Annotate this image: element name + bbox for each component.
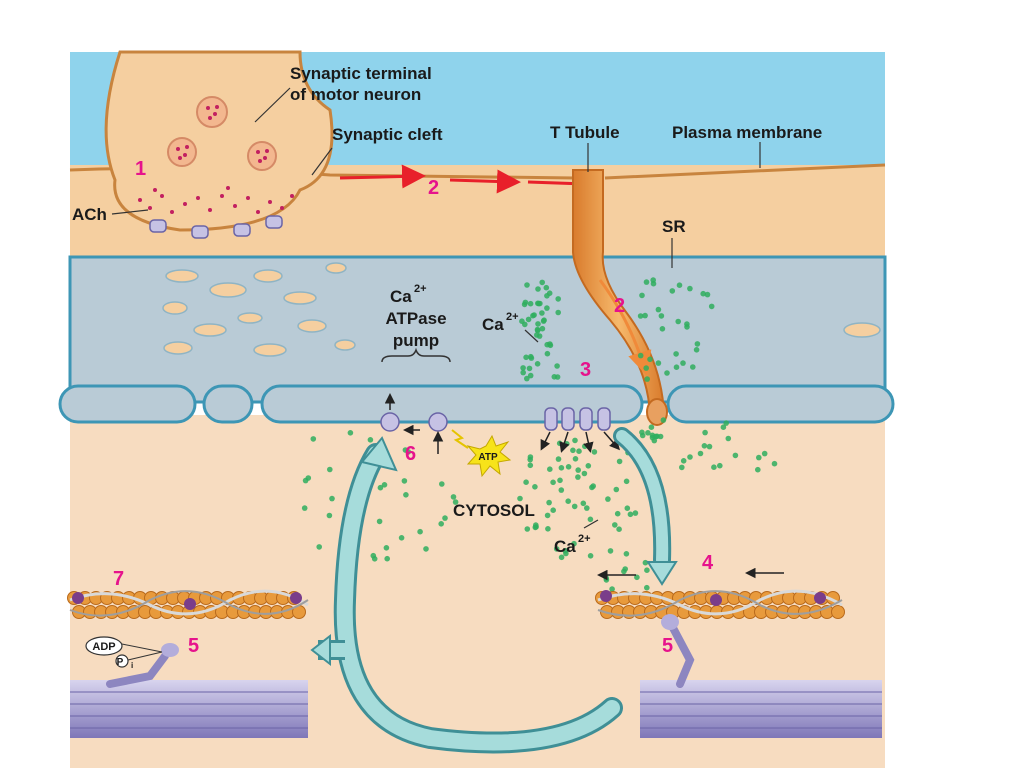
pi-subscript: i — [131, 661, 133, 670]
pi-label: P — [117, 657, 124, 668]
adp-pi-group: ADP P i — [85, 636, 163, 670]
adp-oval — [85, 636, 123, 656]
step-2-cleft: 2 — [428, 177, 439, 199]
myosin-head-right — [661, 614, 695, 688]
t-tubule-arrow — [598, 279, 652, 376]
synaptic-vesicles — [167, 96, 277, 171]
ca-sr-label: Ca — [482, 315, 504, 334]
thick-filament-right-stripes — [640, 691, 882, 729]
synaptic-terminal-label-2: of motor neuron — [290, 85, 421, 104]
pump-arrows — [384, 393, 444, 454]
step-2-ttubule: 2 — [614, 295, 625, 317]
leader-lines — [111, 87, 761, 529]
ach-molecules — [138, 186, 294, 214]
step-7: 7 — [113, 568, 124, 590]
ca-atpase-label-sup: 2+ — [414, 283, 427, 295]
synaptic-terminal-label-1: Synaptic terminal — [290, 64, 432, 83]
cytosol-label: CYTOSOL — [453, 501, 535, 520]
cycle-arrow — [310, 427, 678, 754]
thick-filament-left-stripes — [70, 691, 308, 729]
sr-label: SR — [662, 217, 686, 236]
atp-label: ATP — [478, 452, 498, 463]
ca-cytosol-sup: 2+ — [578, 533, 591, 545]
step-3: 3 — [580, 359, 591, 381]
adp-label: ADP — [92, 641, 115, 653]
pi-circle — [115, 654, 129, 668]
atp-burst — [451, 429, 512, 478]
calcium-ions — [301, 277, 778, 598]
step-1: 1 — [135, 158, 146, 180]
ach-receptors — [149, 215, 283, 239]
ca-cytosol-label: Ca — [554, 537, 576, 556]
pump-bracket — [381, 347, 451, 363]
ca-atpase-label-atpase: ATPase — [385, 309, 446, 328]
step-4: 4 — [702, 552, 714, 574]
step-6: 6 — [405, 443, 416, 465]
sliding-arrows — [597, 567, 784, 581]
synaptic-cleft-label: Synaptic cleft — [332, 125, 443, 144]
step-5-right: 5 — [662, 635, 673, 657]
thin-filament-left — [67, 589, 309, 619]
ach-label: ACh — [72, 205, 107, 224]
channel-release-arrows — [540, 431, 620, 453]
step-5-left: 5 — [188, 635, 199, 657]
ca-atpase-label-pump: pump — [393, 331, 439, 350]
thick-filament-right — [640, 680, 882, 738]
synaptic-terminal — [104, 50, 334, 232]
ca-sr-sup: 2+ — [506, 311, 519, 323]
sr-tubules-lower — [58, 384, 895, 424]
myosin-head-left — [106, 643, 179, 688]
sr-perforations — [162, 262, 881, 357]
thick-filament-left — [70, 680, 308, 738]
ca-atpase-label-ca: Ca — [390, 287, 412, 306]
thin-filament-right — [595, 589, 845, 619]
t-tubule-label: T Tubule — [550, 123, 620, 142]
plasma-membrane-label: Plasma membrane — [672, 123, 822, 142]
calcium-release-channels — [544, 407, 611, 431]
